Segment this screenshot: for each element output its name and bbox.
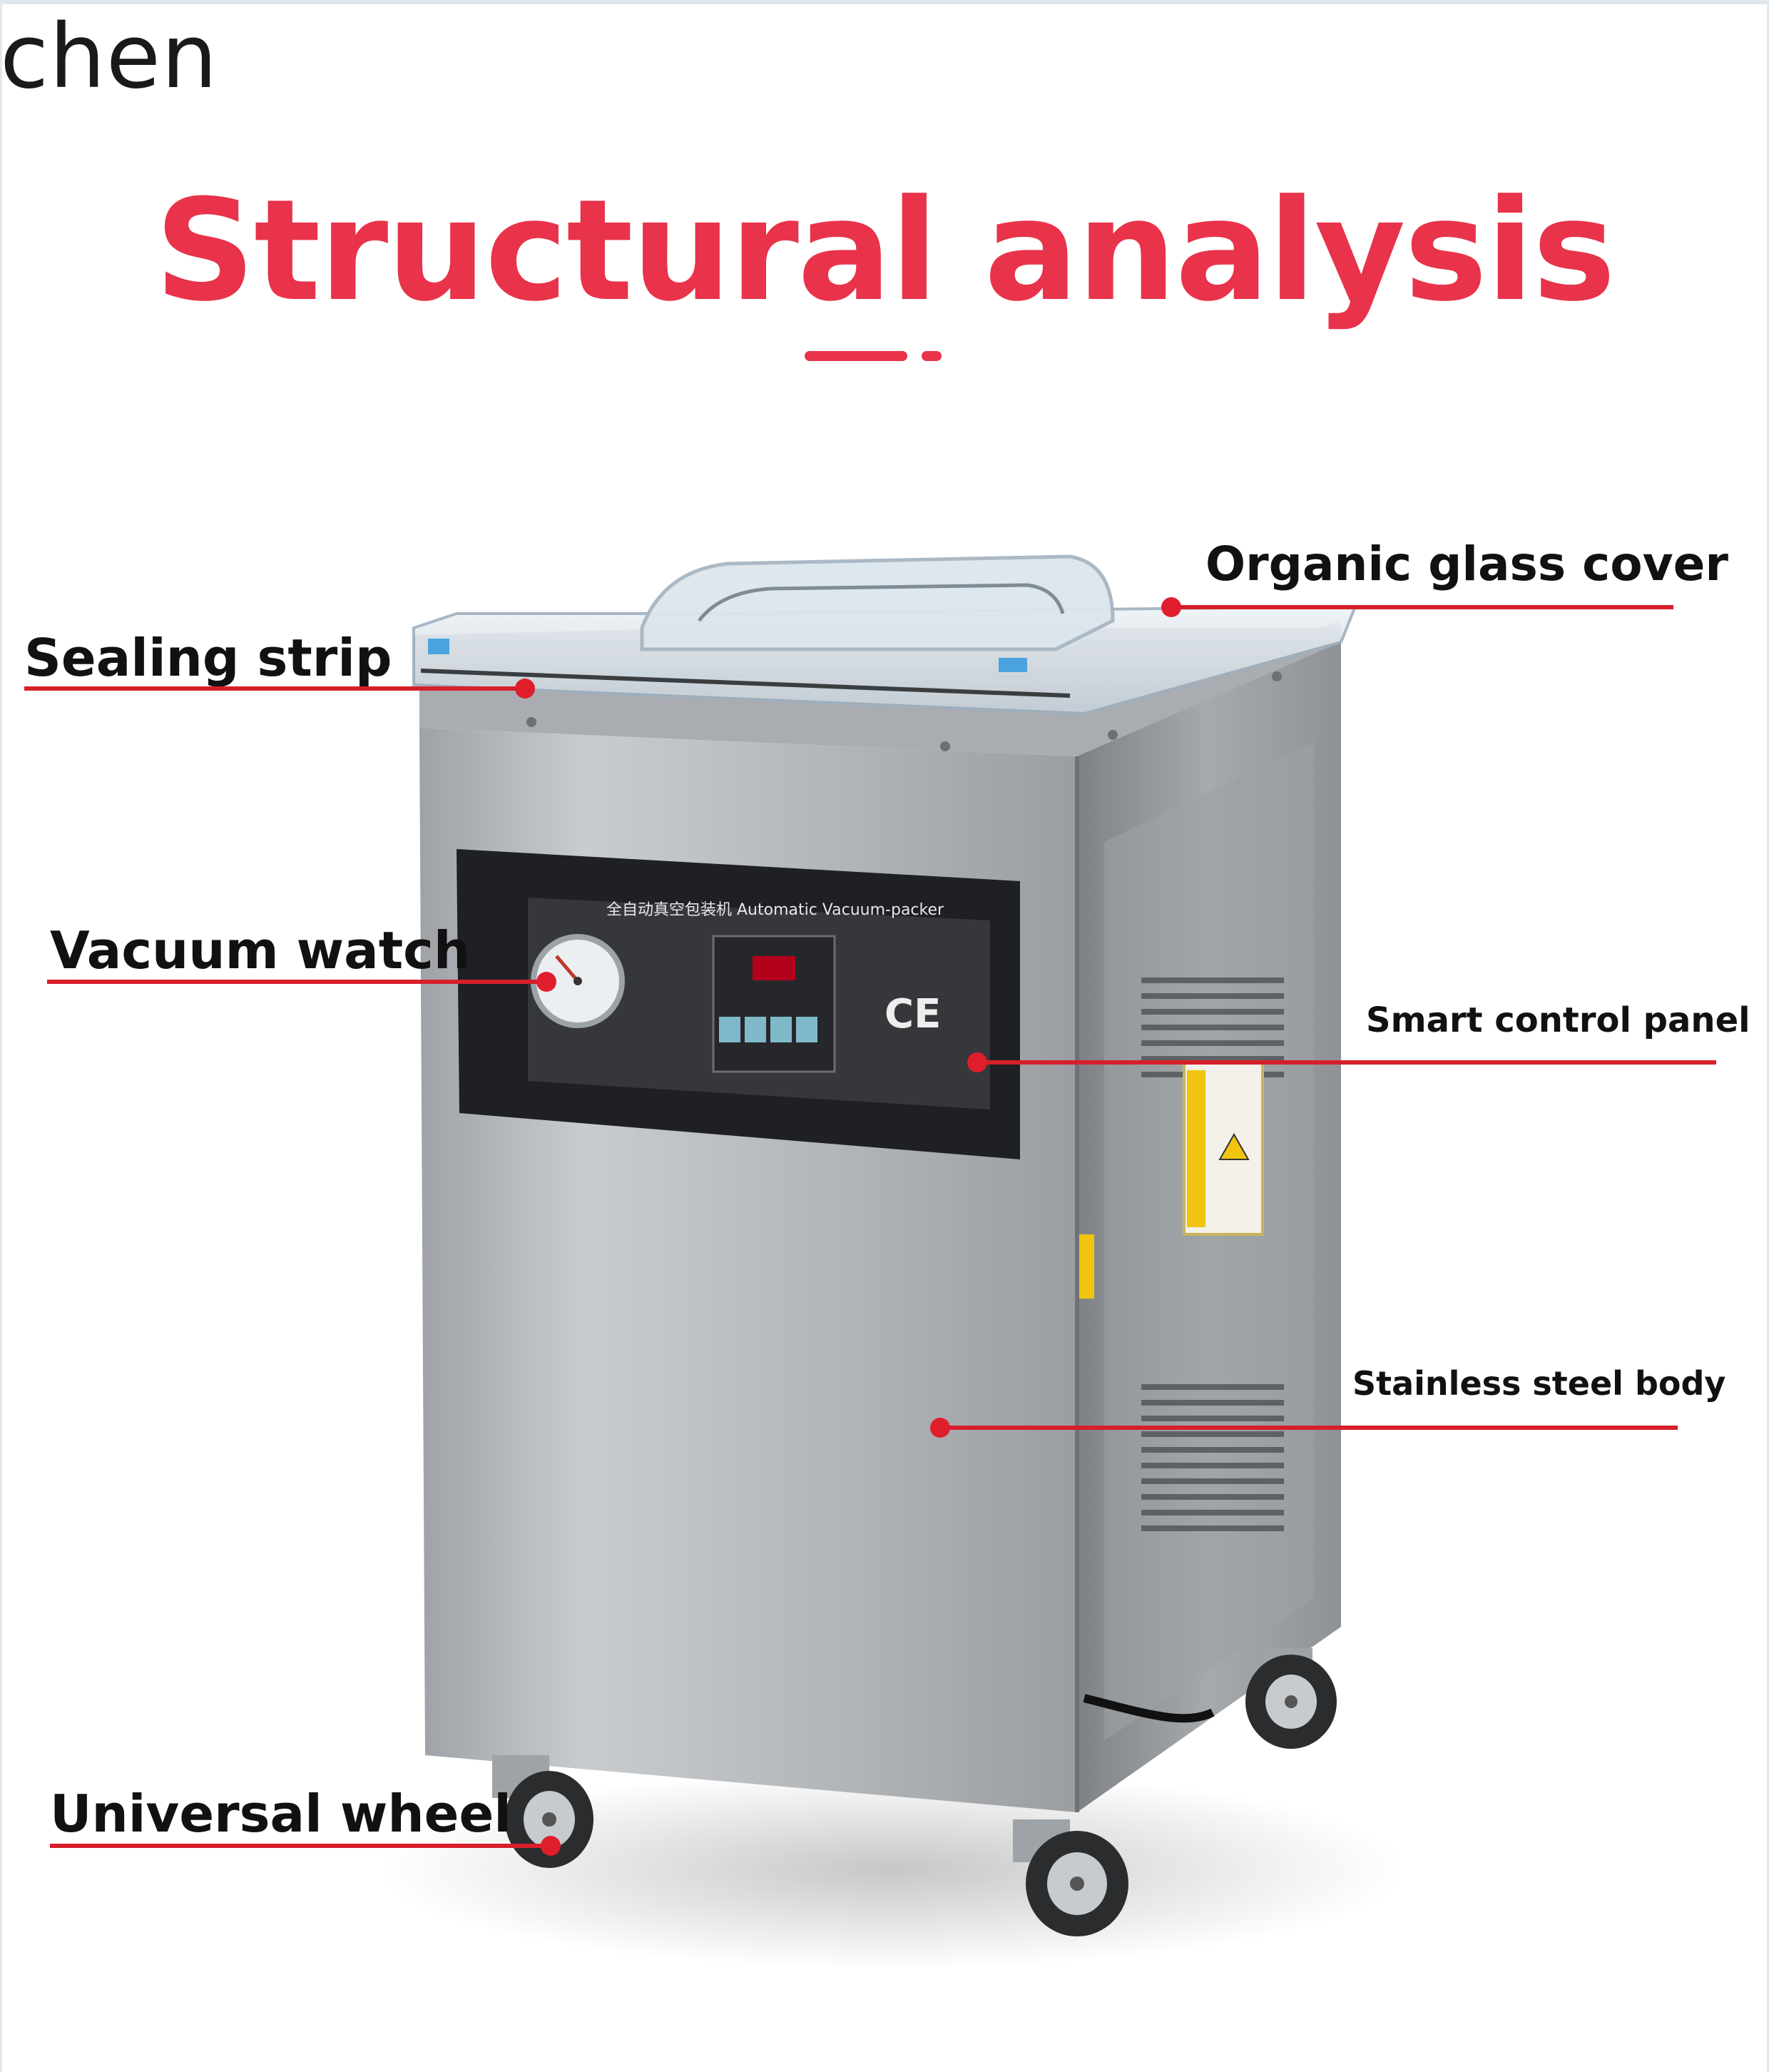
label-stainless-steel-body: Stainless steel body xyxy=(1352,1364,1726,1403)
title-underline-dot xyxy=(922,351,942,361)
ce-mark: CE xyxy=(884,991,941,1037)
seal-clip-right xyxy=(999,658,1027,672)
callout-line-steel-body xyxy=(940,1426,1678,1430)
callout-dot-vacuum-watch xyxy=(536,972,556,992)
panel-button-1 xyxy=(719,1017,740,1042)
callout-line-glass-cover xyxy=(1171,605,1673,609)
callout-line-vacuum-watch xyxy=(47,980,546,984)
label-universal-wheel: Universal wheel xyxy=(50,1784,511,1844)
title-underline-dash xyxy=(805,351,907,361)
label-organic-glass-cover: Organic glass cover xyxy=(1205,537,1728,591)
panel-button-4 xyxy=(796,1017,817,1042)
sealing-bar xyxy=(420,669,1071,698)
callout-dot-sealing-strip xyxy=(515,679,535,699)
callout-line-control-panel xyxy=(977,1060,1716,1065)
floor-shadow xyxy=(378,1769,1405,1969)
callout-line-universal-wheel xyxy=(50,1844,551,1848)
panel-button-3 xyxy=(770,1017,792,1042)
top-rim xyxy=(419,621,1341,756)
callout-dot-steel-body xyxy=(930,1418,950,1438)
label-smart-control-panel: Smart control panel xyxy=(1366,1000,1750,1040)
led-display xyxy=(753,956,795,980)
caster-rear-right xyxy=(1245,1648,1337,1749)
power-cord xyxy=(1083,1694,1215,1723)
callout-dot-control-panel xyxy=(967,1052,987,1072)
page-title: Structural analysis xyxy=(154,170,1616,332)
vent-grille-lower xyxy=(1141,1384,1284,1531)
callout-line-sealing-strip xyxy=(24,686,525,691)
panel-header-text: 全自动真空包装机 Automatic Vacuum-packer xyxy=(606,901,944,919)
top-divider xyxy=(0,0,1769,4)
left-border xyxy=(0,0,2,2072)
cover-dome xyxy=(640,554,1115,651)
caster-front-right xyxy=(1013,1819,1128,1936)
label-sealing-strip: Sealing strip xyxy=(24,628,392,688)
panel-button-2 xyxy=(745,1017,766,1042)
label-vacuum-watch: Vacuum watch xyxy=(50,920,471,980)
seal-clip-left xyxy=(428,639,449,654)
callout-dot-glass-cover xyxy=(1161,597,1181,617)
callout-dot-universal-wheel xyxy=(541,1836,561,1856)
right-border xyxy=(1767,0,1769,2072)
username-label: chen xyxy=(0,6,218,108)
